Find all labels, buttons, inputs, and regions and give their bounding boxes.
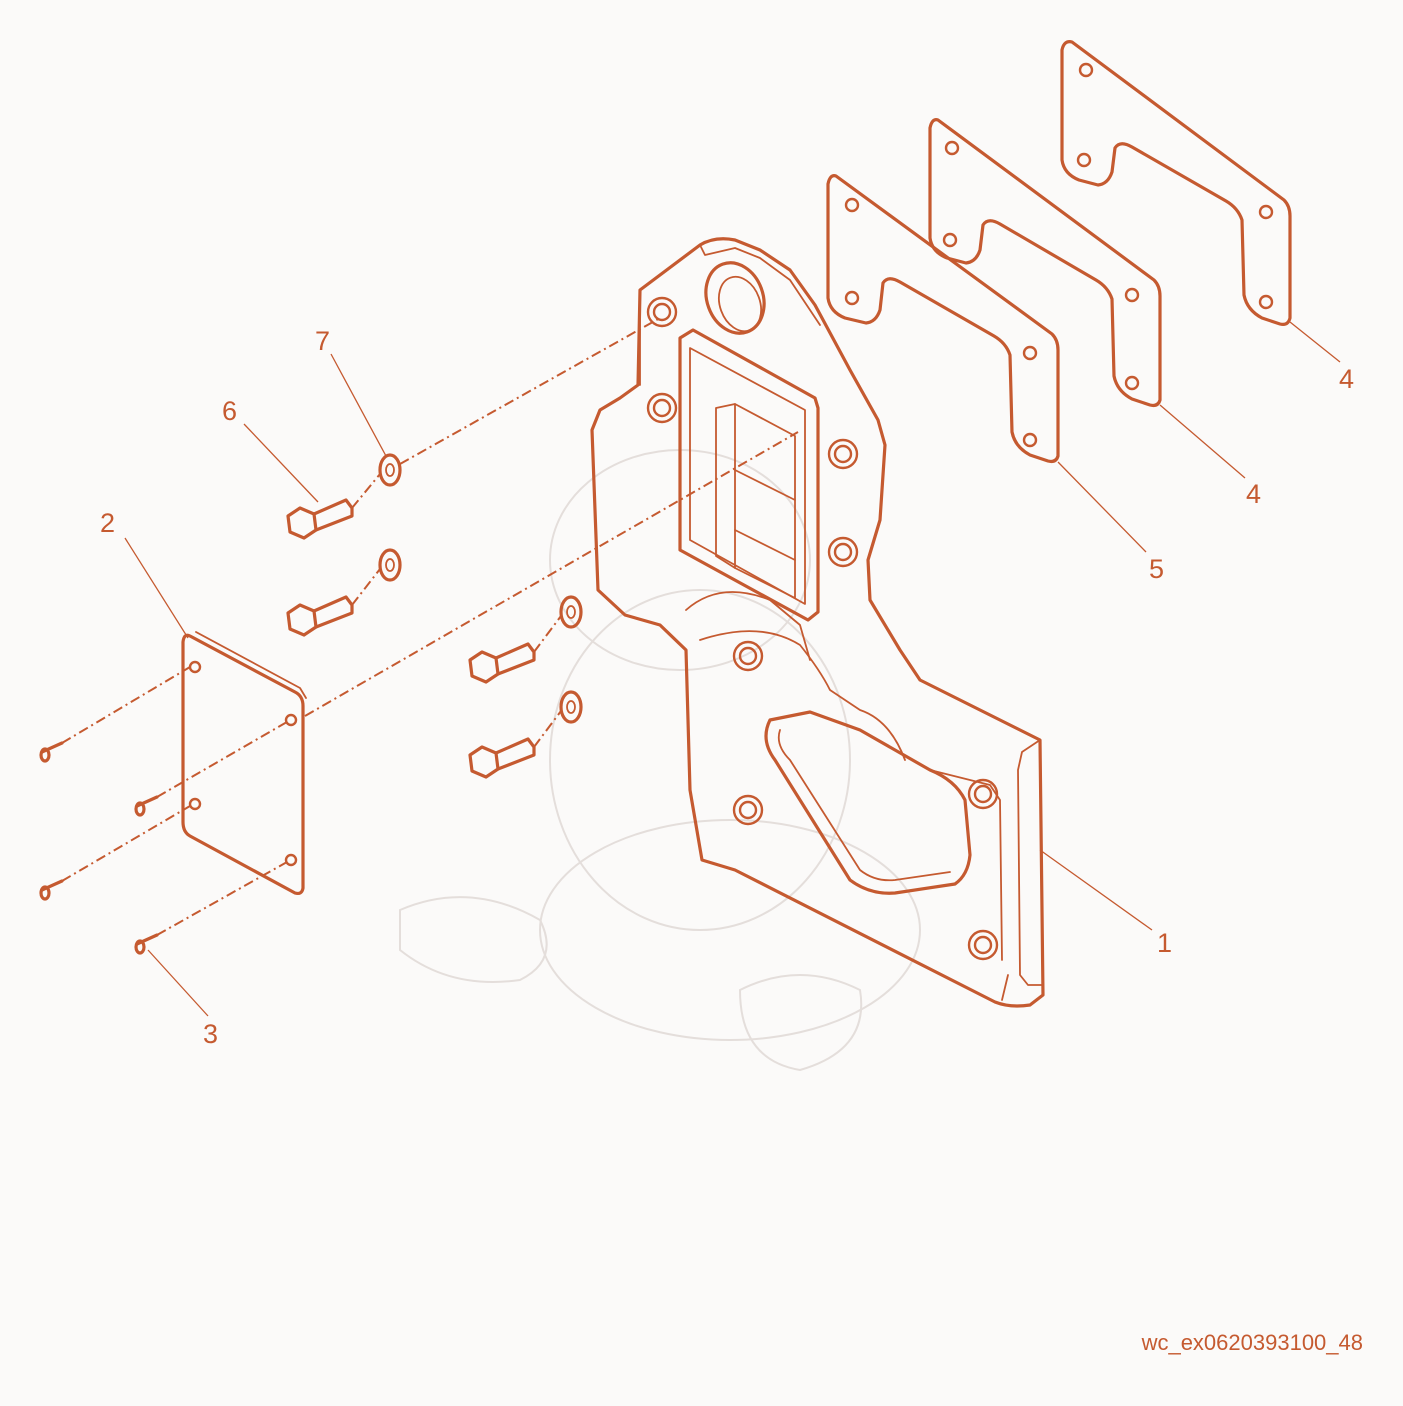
part-5-shim [826, 174, 1060, 464]
washer-3 [559, 595, 583, 629]
part-4-shim-back [1060, 40, 1292, 326]
callout-3: 3 [203, 1019, 218, 1049]
callout-labels: 1 2 3 4 4 5 6 7 [100, 326, 1354, 1049]
screw-4 [134, 933, 159, 955]
callout-6: 6 [222, 396, 237, 426]
part-3-screws [39, 741, 159, 955]
leader-lines [124, 321, 1341, 1017]
document-code: wc_ex0620393100_48 [1141, 1330, 1363, 1355]
washer-4 [559, 690, 583, 724]
hex-bolt-2 [286, 595, 354, 637]
part-7-washers [378, 453, 583, 724]
screw-2 [134, 795, 159, 817]
washer-2 [378, 548, 402, 582]
callout-1: 1 [1157, 928, 1172, 958]
callout-4-middle: 4 [1246, 479, 1261, 509]
callout-7: 7 [315, 326, 330, 356]
assembly-axis-lines [61, 317, 799, 936]
washer-1 [378, 453, 402, 487]
part-6-hex-bolts [286, 498, 536, 779]
callout-4-back: 4 [1339, 364, 1354, 394]
hex-bolt-3 [468, 642, 536, 684]
hex-bolt-4 [468, 737, 536, 779]
part-1-bracket-housing [590, 237, 1045, 1008]
part-4-shim-middle [928, 118, 1162, 408]
screw-1 [39, 741, 64, 763]
callout-5: 5 [1149, 554, 1164, 584]
callout-2: 2 [100, 508, 115, 538]
hex-bolt-1 [286, 498, 354, 540]
part-2-cover-plate [181, 631, 307, 896]
screw-3 [39, 879, 64, 901]
